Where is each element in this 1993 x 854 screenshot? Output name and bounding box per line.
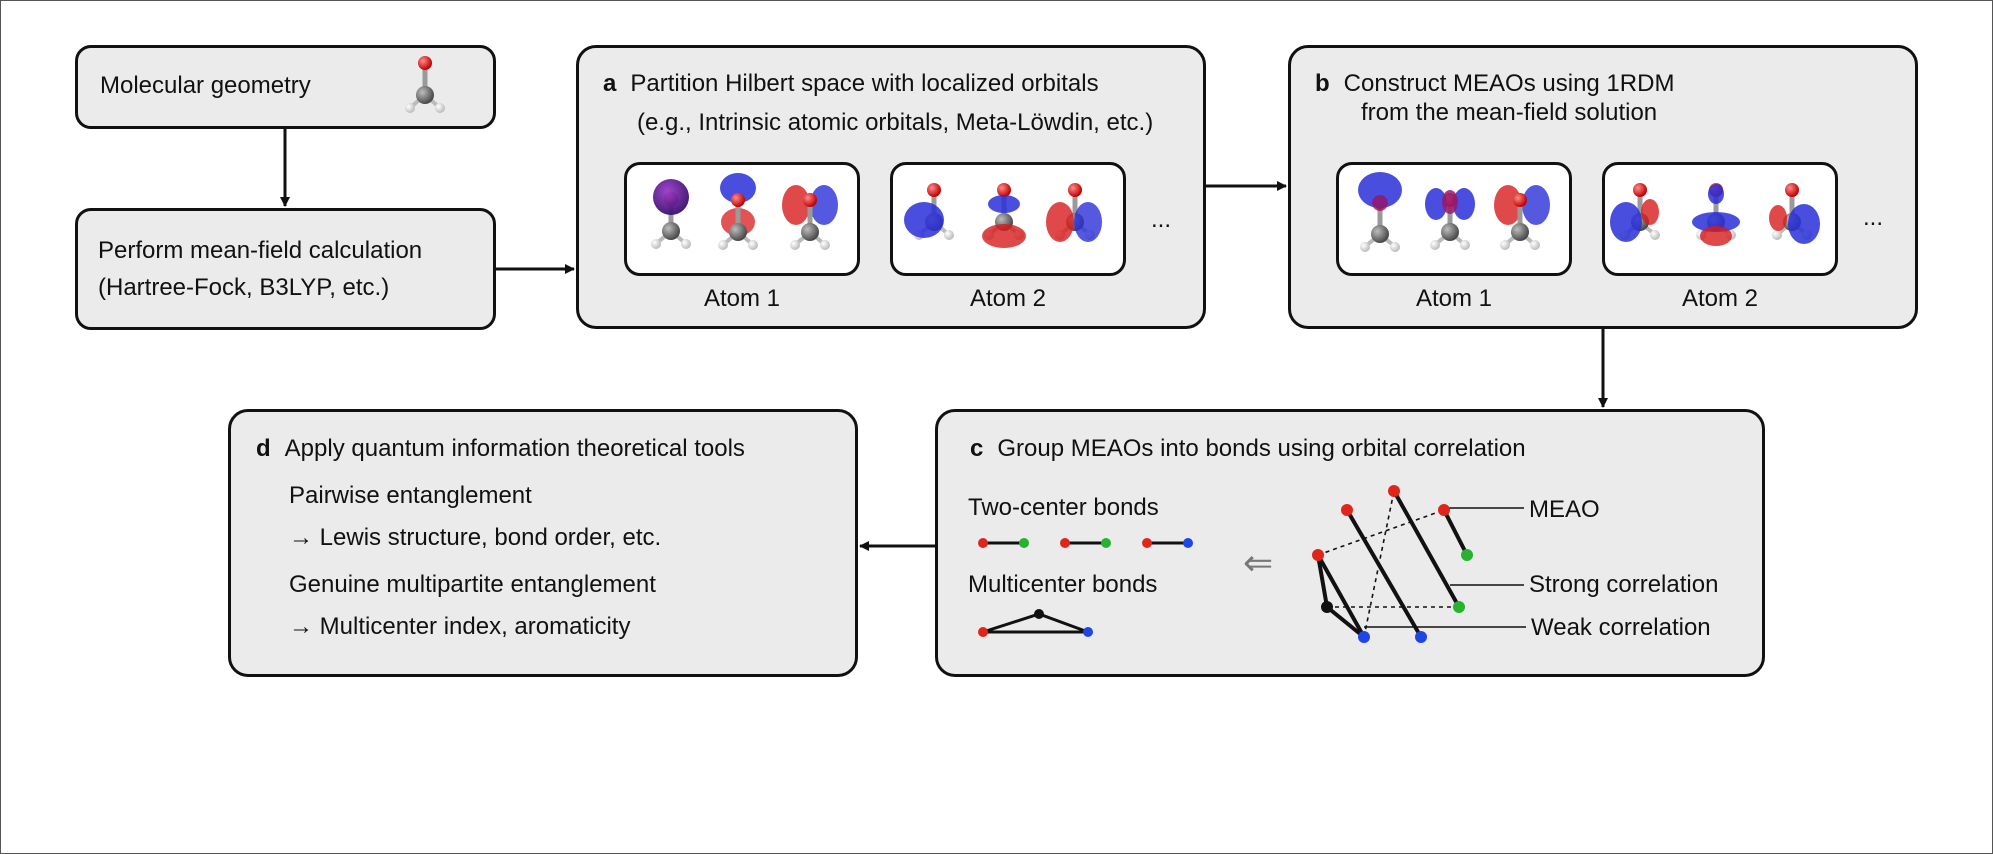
orbital-a1-2-icon — [718, 173, 758, 250]
mean-field-box: Perform mean-field calculation (Hartree-… — [75, 208, 496, 330]
panel-a-title: a Partition Hilbert space with localized … — [603, 72, 1099, 96]
panel-d-box: d Apply quantum information theoretical t… — [228, 409, 858, 677]
genuine-result: → Multicenter index, aromaticity — [289, 613, 631, 640]
panel-c-title-text: Group MEAOs into bonds using orbital cor… — [997, 435, 1526, 462]
pairwise-entanglement: Pairwise entanglement — [289, 482, 532, 509]
legend-meao: MEAO — [1529, 496, 1600, 523]
two-center-bonds-label: Two-center bonds — [968, 494, 1159, 521]
orbital-a1-3-icon — [782, 185, 838, 250]
panel-c-label: c — [970, 435, 984, 462]
multicenter-bond-glyph — [978, 609, 1093, 637]
pairwise-result: → Lewis structure, bond order, etc. — [289, 524, 662, 551]
formaldehyde-molecule-icon — [405, 56, 445, 113]
two-center-bond-nodes — [978, 538, 1193, 548]
panel-a-label: a — [603, 70, 617, 97]
legend-weak-correlation: Weak correlation — [1531, 614, 1711, 641]
orbital-a1-1-icon — [651, 179, 691, 249]
panel-b-atom2-caption: Atom 2 — [1681, 285, 1759, 312]
meao-b2-1-icon — [1610, 183, 1660, 242]
multicenter-bonds-label: Multicenter bonds — [968, 571, 1158, 598]
meao-b1-3-icon — [1494, 185, 1550, 250]
meao-b2-2-icon — [1692, 183, 1740, 246]
panel-b-ellipsis: ... — [1863, 204, 1884, 231]
panel-d-title-text: Apply quantum information theoretical to… — [284, 435, 745, 462]
meao-b2-3-icon — [1769, 183, 1820, 244]
legend-strong-correlation: Strong correlation — [1529, 571, 1719, 598]
panel-b-line1: Construct MEAOs using 1RDM — [1343, 70, 1675, 97]
orbital-a2-1-icon — [904, 183, 954, 240]
flow-arrows — [280, 129, 1608, 551]
genuine-entanglement: Genuine multipartite entanglement — [289, 571, 656, 598]
panel-d-title: d Apply quantum information theoretical t… — [256, 437, 745, 461]
panel-b-line2: from the mean-field solution — [1361, 99, 1658, 126]
panel-b-orbital-images — [1358, 172, 1820, 252]
orbital-a2-2-icon — [982, 183, 1026, 248]
panel-a-line1: Partition Hilbert space with localized o… — [630, 70, 1099, 97]
panel-b-label: b — [1315, 70, 1330, 97]
panel-d-label: d — [256, 435, 271, 462]
molecular-geometry-title: Molecular geometry — [100, 72, 311, 99]
panel-a-atom2-caption: Atom 2 — [969, 285, 1047, 312]
mean-field-line1: Perform mean-field calculation — [98, 237, 423, 264]
panel-a-orbital-images — [651, 173, 1102, 250]
panel-a-line2: (e.g., Intrinsic atomic orbitals, Meta-L… — [637, 109, 1154, 136]
implies-arrow: ⇐ — [1243, 542, 1274, 583]
orbital-a2-3-icon — [1046, 183, 1102, 242]
correlation-graph — [1312, 485, 1526, 643]
panel-c-title: c Group MEAOs into bonds using orbital co… — [970, 437, 1526, 461]
panel-b-atom1-caption: Atom 1 — [1415, 285, 1493, 312]
panel-a-ellipsis: ... — [1151, 206, 1172, 233]
meao-b1-2-icon — [1425, 188, 1475, 250]
meao-b1-1-icon — [1358, 172, 1402, 252]
panel-a-atom1-caption: Atom 1 — [703, 285, 781, 312]
mean-field-line2: (Hartree-Fock, B3LYP, etc.) — [98, 274, 390, 301]
panel-b-title: b Construct MEAOs using 1RDM — [1315, 72, 1674, 96]
